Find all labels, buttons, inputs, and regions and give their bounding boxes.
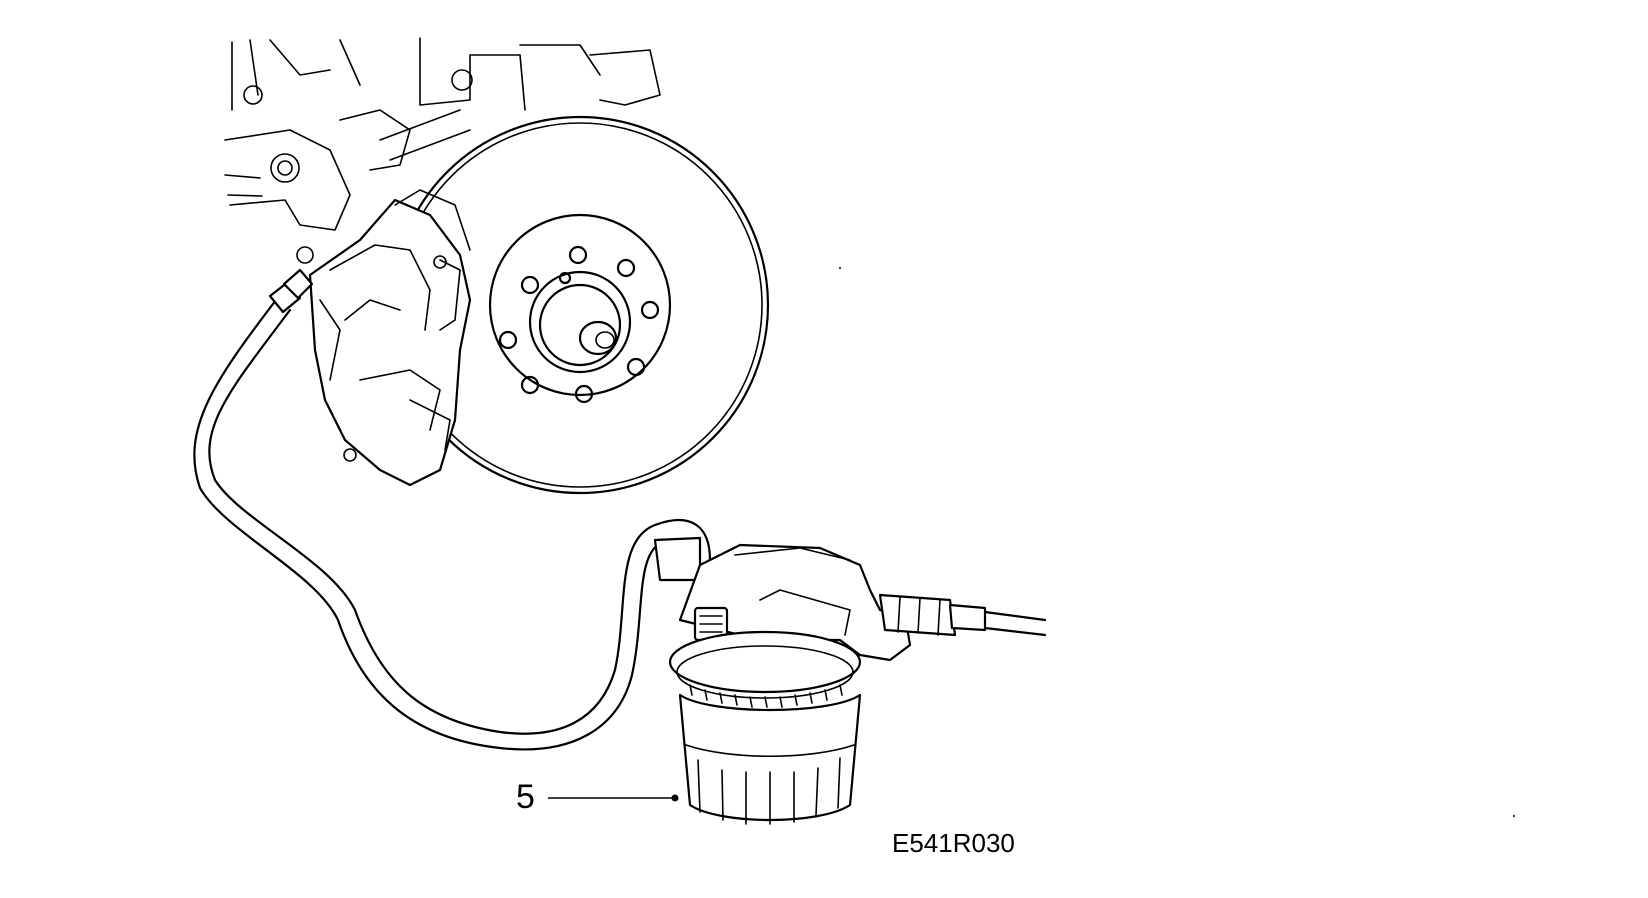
lug-holes: [498, 245, 660, 404]
suspension-background: [224, 37, 661, 264]
pressure-bleeder: [653, 536, 1047, 825]
figure-code: E541R030: [892, 828, 1015, 858]
brake-disc: [390, 115, 770, 495]
bleed-hose: [193, 268, 712, 751]
callout-leader-5: [548, 794, 679, 802]
brake-caliper: [308, 189, 472, 487]
callout-number: 5: [516, 778, 535, 816]
